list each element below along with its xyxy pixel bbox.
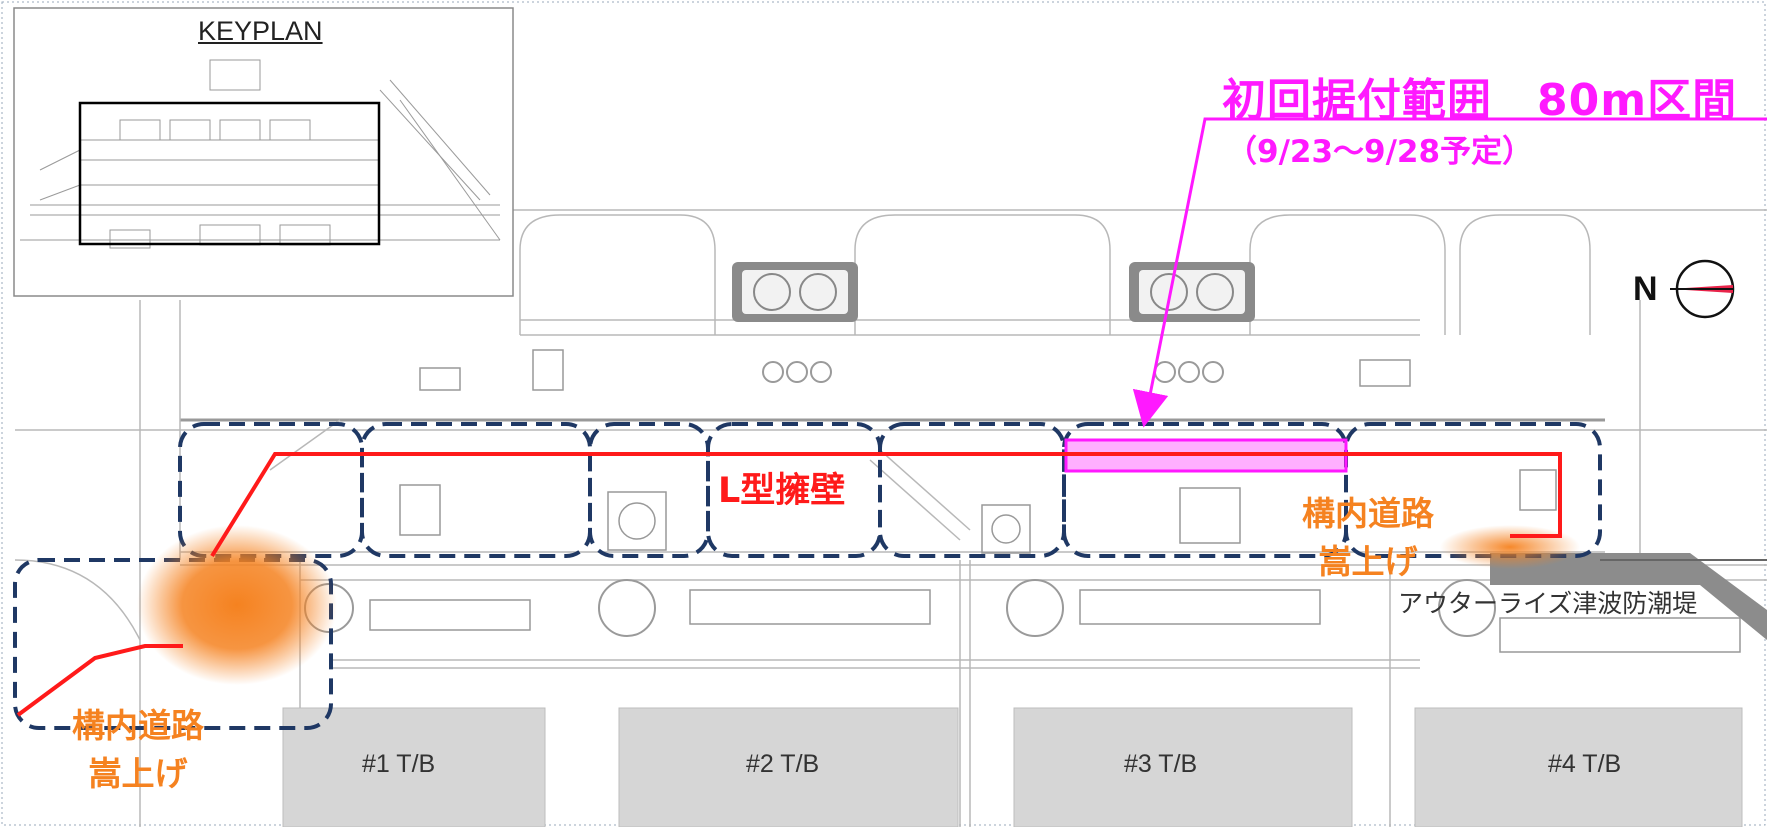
keyplan-inset — [13, 7, 514, 297]
north-label: N — [1633, 270, 1658, 308]
callout-title: 初回据付範囲 80m区間 — [1222, 75, 1738, 126]
seawall-band — [1490, 553, 1767, 640]
turbine-building-4-label: #4 T/B — [1548, 750, 1622, 778]
keyplan-drawing — [20, 59, 501, 249]
equipment-boxes — [369, 349, 1741, 653]
callout-arrow — [1132, 117, 1440, 428]
l-wall-label: L型擁壁 — [718, 471, 846, 511]
turbine-building-2-label: #2 T/B — [746, 750, 820, 778]
keyplan-title: KEYPLAN — [198, 16, 323, 46]
turbine-building-1-label: #1 T/B — [362, 750, 436, 778]
road-raise-label-left: 構内道路 嵩上げ — [72, 702, 204, 798]
turbine-building-blocks — [282, 707, 1743, 827]
l-wall-line — [210, 452, 1562, 558]
road-raise-right-line1: 構内道路 — [1302, 494, 1434, 533]
pump-room-3 — [1129, 262, 1255, 322]
seawall-label: アウターライズ津波防潮堤 — [1398, 589, 1698, 618]
equipment-circles — [304, 361, 1496, 637]
road-raise-line-left — [16, 644, 183, 717]
road-raise-right-line2: 嵩上げ — [1318, 542, 1418, 581]
road-raise-label-right: 構内道路 嵩上げ — [1302, 490, 1434, 586]
keyplan-focus-rectangle — [78, 101, 381, 246]
road-raise-left-line1: 構内道路 — [72, 706, 204, 745]
callout-subtitle: （9/23〜9/28予定） — [1226, 134, 1534, 170]
pump-room-2 — [732, 262, 858, 322]
turbine-building-3-label: #3 T/B — [1124, 750, 1198, 778]
north-compass-icon — [1670, 259, 1735, 319]
road-raise-left-line2: 嵩上げ — [88, 754, 188, 793]
road-raise-glow-left — [137, 525, 337, 685]
